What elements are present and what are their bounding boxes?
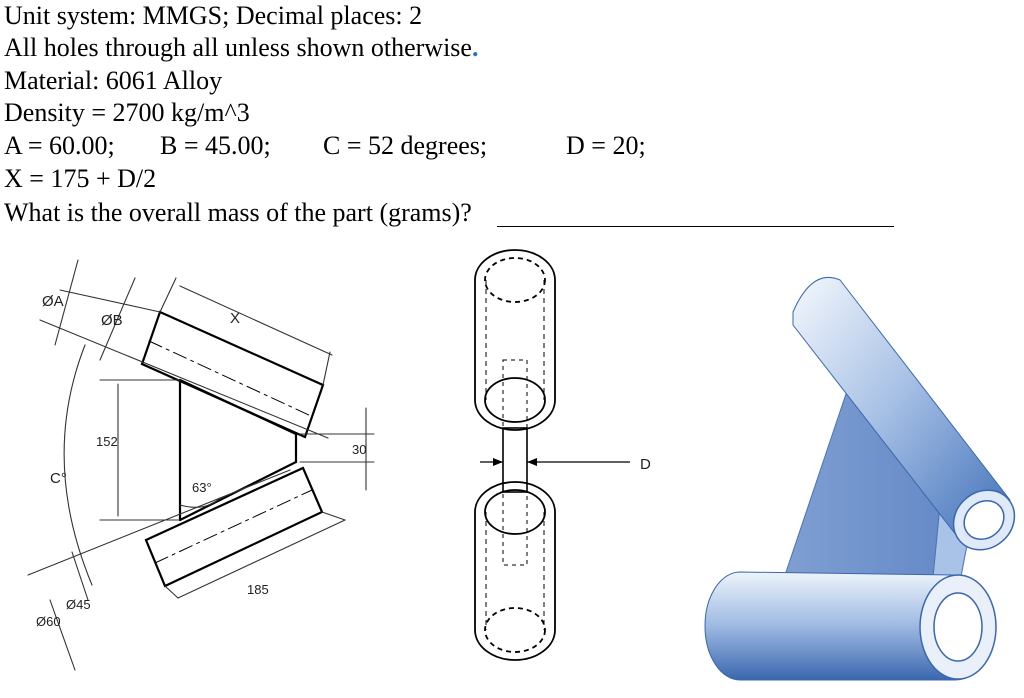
holes-line: All holes through all unless shown other… <box>4 33 478 63</box>
density-line: Density = 2700 kg/m^3 <box>4 98 250 127</box>
x-formula-line: X = 175 + D/2 <box>4 164 157 193</box>
material-line: Material: 6061 Alloy <box>4 66 223 95</box>
param-b: B = 45.00; <box>160 131 271 160</box>
question-line: What is the overall mass of the part (gr… <box>4 198 472 227</box>
front-view-drawing <box>27 259 375 671</box>
holes-text: All holes through all unless shown other… <box>4 33 472 62</box>
param-c: C = 52 degrees; <box>323 131 488 160</box>
label-dia-a: ØA <box>42 293 64 310</box>
units-line: Unit system: MMGS; Decimal places: 2 <box>4 1 423 30</box>
label-185: 185 <box>247 582 269 597</box>
label-dia-60: Ø60 <box>36 614 61 629</box>
lower-tube-outline <box>144 466 324 588</box>
holes-period: . <box>471 33 479 62</box>
param-a: A = 60.00; <box>4 131 115 160</box>
param-d: D = 20; <box>566 131 646 160</box>
upper-tube-outline <box>140 310 325 439</box>
side-view-drawing <box>474 249 630 661</box>
label-dia-b: ØB <box>101 312 123 329</box>
label-152: 152 <box>96 434 118 449</box>
dimension-lines <box>27 259 375 671</box>
label-c: C° <box>50 470 67 487</box>
answer-blank[interactable] <box>497 226 894 227</box>
model-3d-view <box>704 276 1016 681</box>
label-30: 30 <box>352 442 366 457</box>
label-x: X <box>230 310 240 327</box>
label-dia-45: Ø45 <box>66 597 91 612</box>
label-63: 63° <box>192 480 212 495</box>
label-d: D <box>640 456 651 473</box>
